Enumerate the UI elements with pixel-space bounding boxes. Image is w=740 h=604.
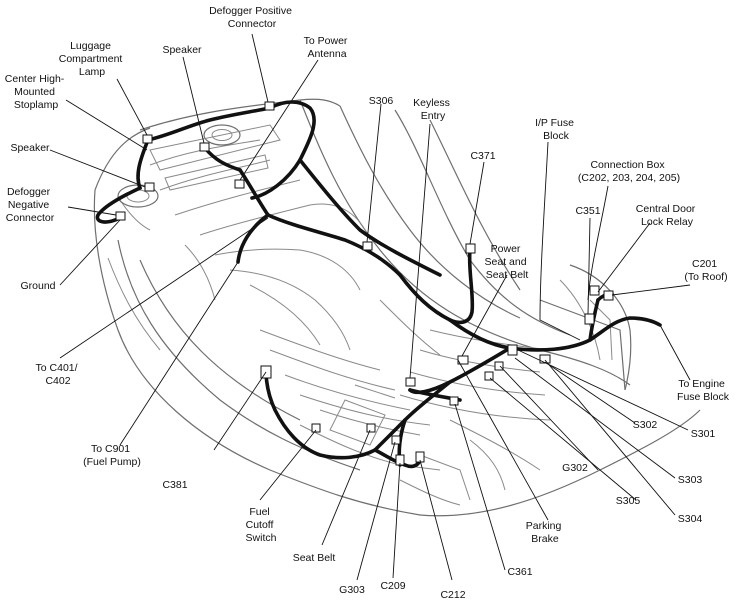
leader-lines (49, 33, 691, 581)
label-keyless-entry: Keyless Entry (413, 97, 453, 122)
connector-defogger-positive (264, 101, 275, 111)
label-c361: C361 (507, 566, 532, 578)
label-c212: C212 (440, 589, 465, 601)
label-s302: S302 (633, 419, 658, 431)
label-luggage-compartment-lamp: Luggage Compartment Lamp (59, 40, 126, 78)
connector-c371 (465, 243, 476, 254)
label-to-engine-fuse-block: To Engine Fuse Block (677, 378, 730, 403)
label-to-c401-c402: To C401/ C402 (36, 362, 81, 387)
ground-g302 (494, 361, 504, 371)
label-g303: G303 (339, 584, 365, 596)
label-ground: Ground (20, 280, 55, 292)
label-ip-fuse-block: I/P Fuse Block (535, 117, 577, 142)
label-c209: C209 (380, 580, 405, 592)
label-c381: C381 (162, 479, 187, 491)
splice-s305 (484, 371, 494, 381)
connector-keyless-entry (405, 377, 416, 387)
wiring-harness (95, 100, 662, 469)
ground-g303 (391, 435, 401, 445)
connector-c351 (584, 313, 595, 325)
connector-defogger-negative (115, 211, 126, 221)
label-power-seat-and-seat-belt: Power Seat and Seat Belt (485, 243, 530, 281)
connector-speaker-top (199, 142, 210, 152)
label-parking-brake: Parking Brake (526, 520, 565, 545)
label-speaker-left: Speaker (10, 142, 50, 154)
label-speaker-top: Speaker (162, 44, 202, 56)
label-defogger-negative-connector: Defogger Negative Connector (6, 186, 55, 224)
label-c371: C371 (470, 150, 495, 162)
splice-s301-s302 (507, 344, 518, 356)
connector-speaker-left (144, 182, 155, 192)
splice-s306 (362, 241, 373, 251)
label-g302: G302 (562, 462, 588, 474)
connector-c212 (415, 451, 425, 463)
label-connection-box: Connection Box (C202, 203, 204, 205) (578, 159, 680, 184)
label-c201-to-roof: C201 (To Roof) (684, 258, 727, 283)
label-to-c901-fuel-pump: To C901 (Fuel Pump) (83, 443, 141, 468)
connector-antenna (234, 179, 245, 189)
label-s306: S306 (369, 95, 394, 107)
label-center-high-mounted-stoplamp: Center High- Mounted Stoplamp (5, 73, 67, 111)
label-fuel-cutoff-switch: Fuel Cutoff Switch (246, 506, 277, 544)
label-central-door-lock-relay: Central Door Lock Relay (636, 203, 698, 228)
label-s305: S305 (616, 495, 641, 507)
label-s301: S301 (691, 428, 716, 440)
connector-seat-belt (366, 423, 376, 433)
connector-c201 (603, 290, 614, 301)
connector-luggage-lamp (142, 134, 153, 144)
label-s304: S304 (678, 513, 703, 525)
label-defogger-positive-connector: Defogger Positive Connector (209, 5, 295, 30)
label-seat-belt: Seat Belt (293, 552, 336, 564)
label-s303: S303 (678, 474, 703, 486)
connector-fuel-cutoff (311, 423, 321, 433)
connector-central-door-lock-relay (589, 285, 600, 296)
connector-s303 (539, 354, 551, 364)
connector-c361 (449, 396, 459, 406)
callout-labels: Defogger Positive Connector To Power Ant… (5, 5, 730, 601)
label-c351: C351 (575, 205, 600, 217)
label-to-power-antenna: To Power Antenna (304, 35, 351, 60)
